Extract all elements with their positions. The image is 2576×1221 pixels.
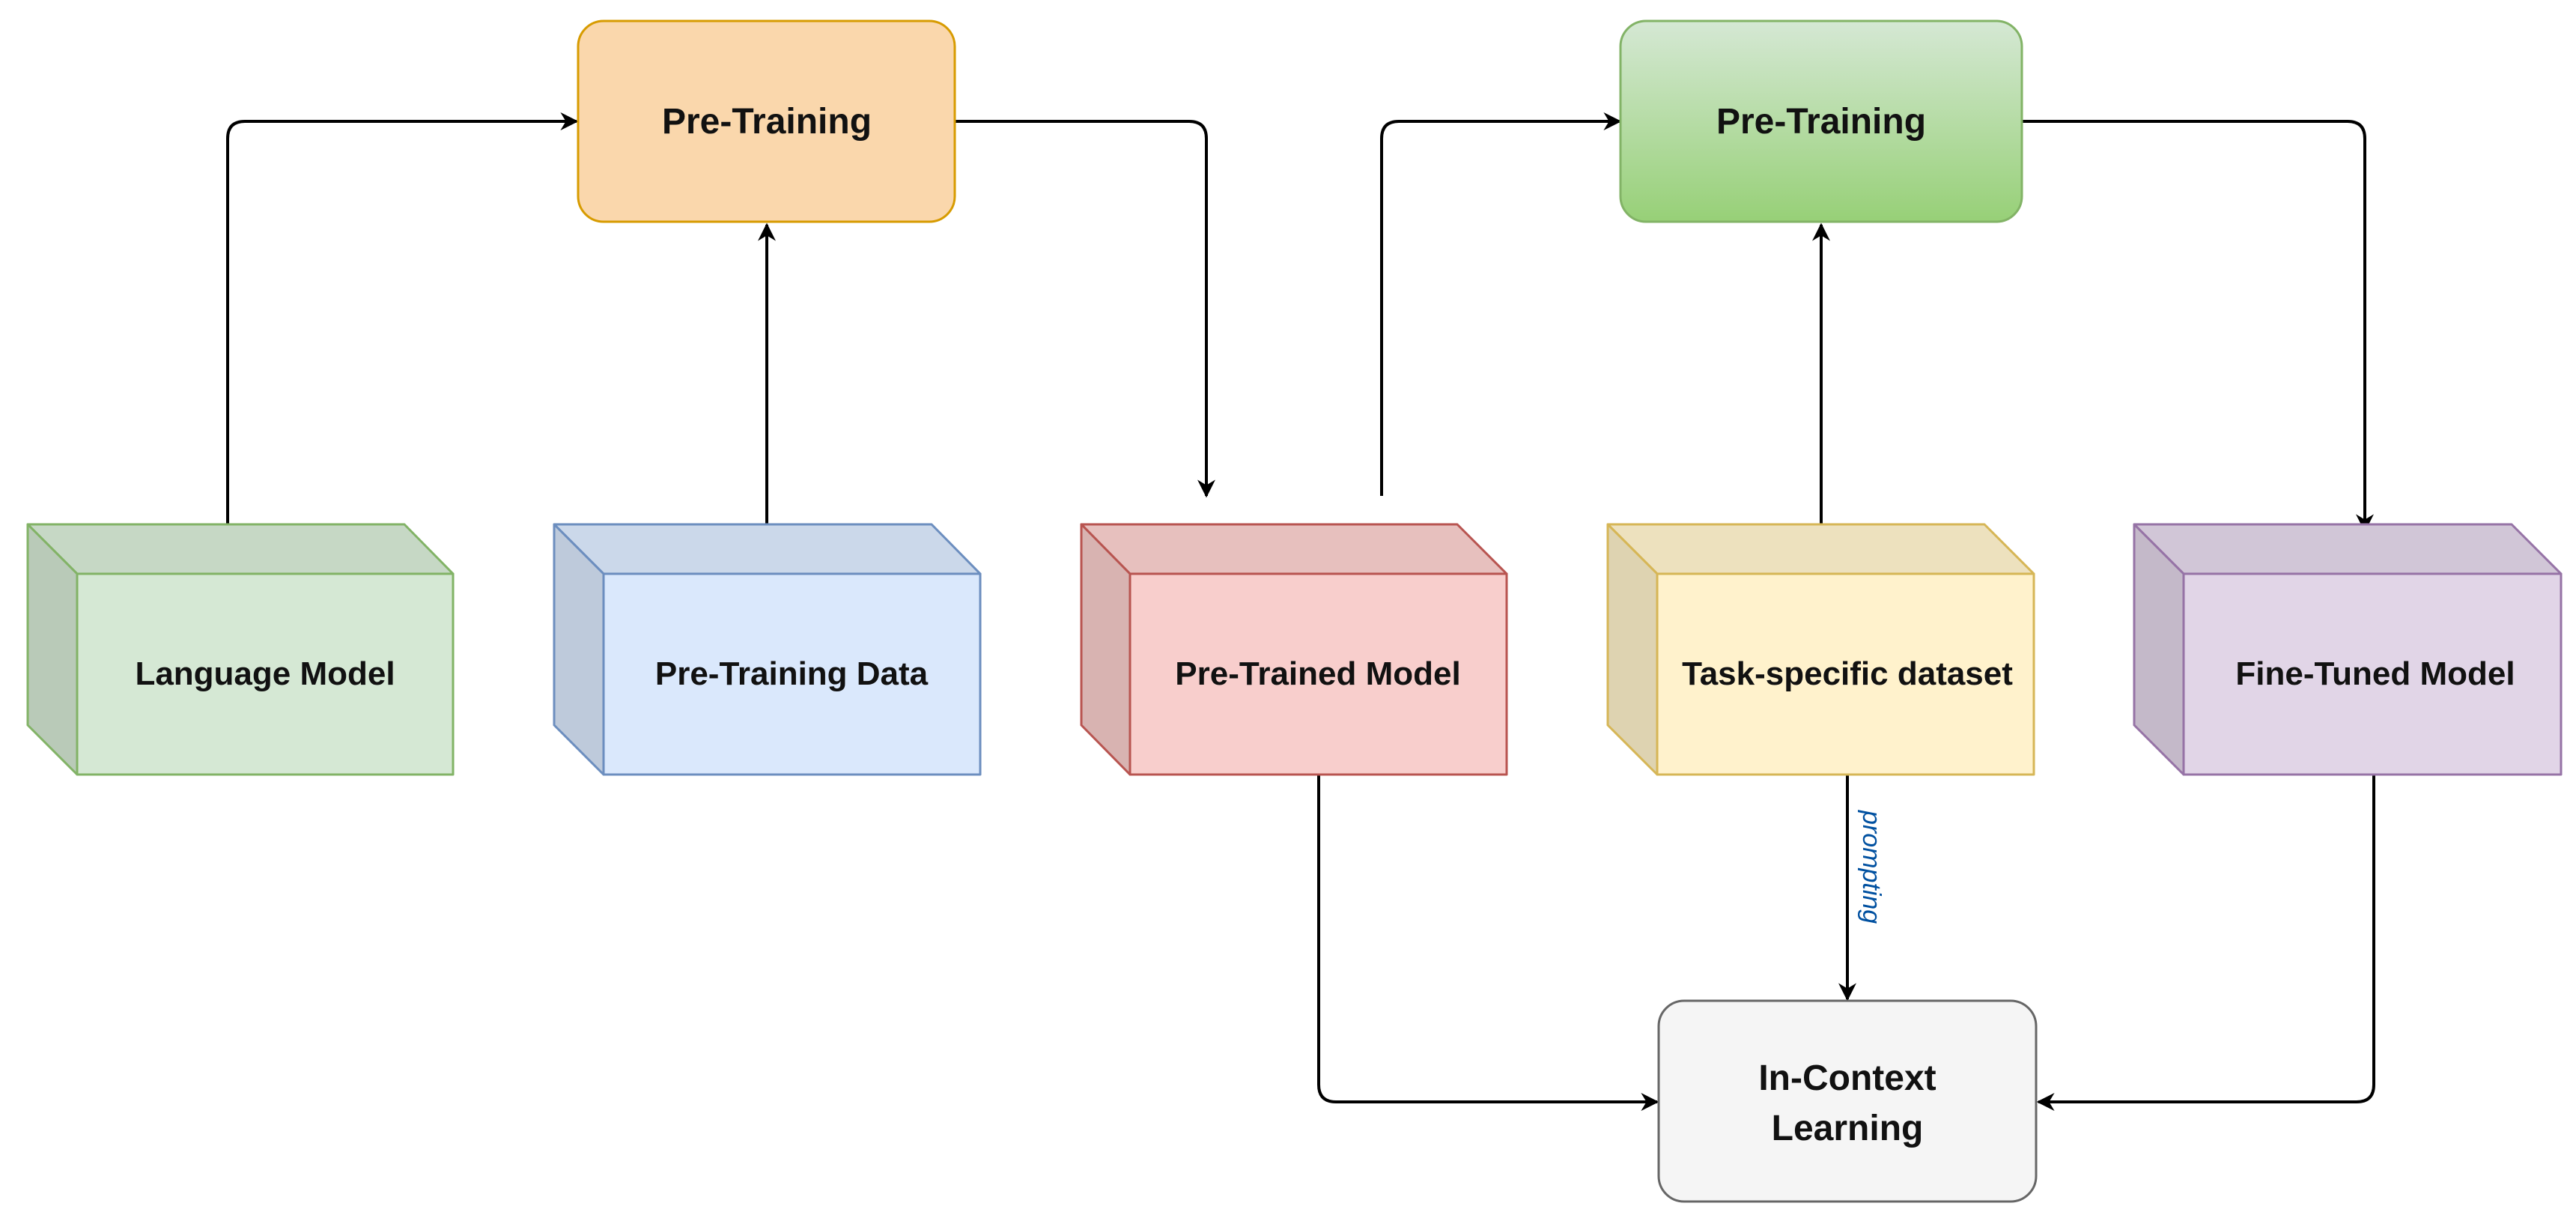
edge-finetuned-model-to-in-context xyxy=(2036,775,2375,1111)
pretraining-box-green[interactable]: Pre-Training xyxy=(1619,19,2023,223)
edge-pretraining-green-to-finetuned-model xyxy=(2022,120,2374,533)
pretraining-box-green-label: Pre-Training xyxy=(1716,102,1926,142)
finetuned-model-label: Fine-Tuned Model xyxy=(2235,655,2515,692)
language-model-label: Language Model xyxy=(135,655,395,692)
in-context-learning-box[interactable]: In-Context Learning xyxy=(1657,999,2038,1203)
pretraining-data-label: Pre-Training Data xyxy=(655,655,929,692)
prompting-label: prompting xyxy=(1857,810,1886,924)
pretraining-box-orange-label: Pre-Training xyxy=(662,102,872,142)
in-context-learning-label-line1: In-Context xyxy=(1758,1058,1936,1098)
edges: prompting xyxy=(226,112,2375,1111)
edge-pretrained-model-to-pretraining-green xyxy=(1380,112,1622,496)
pretrained-model-box[interactable]: Pre-Trained Model xyxy=(1080,523,1508,776)
task-specific-dataset-box[interactable]: Task-specific dataset xyxy=(1606,523,2035,776)
language-model-box[interactable]: Language Model xyxy=(26,523,455,776)
pretraining-data-box[interactable]: Pre-Training Data xyxy=(553,523,982,776)
task-specific-dataset-label: Task-specific dataset xyxy=(1682,655,2013,692)
pretrained-model-label: Pre-Trained Model xyxy=(1175,655,1460,692)
edge-pretraining-to-pretrained-model xyxy=(955,120,1215,498)
finetuned-model-box[interactable]: Fine-Tuned Model xyxy=(2133,523,2563,776)
in-context-learning-label-line2: Learning xyxy=(1772,1109,1924,1148)
edge-pretrained-model-to-in-context xyxy=(1317,775,1659,1111)
edge-language-model-to-pretraining xyxy=(226,112,579,524)
pretraining-box-orange[interactable]: Pre-Training xyxy=(577,19,956,223)
